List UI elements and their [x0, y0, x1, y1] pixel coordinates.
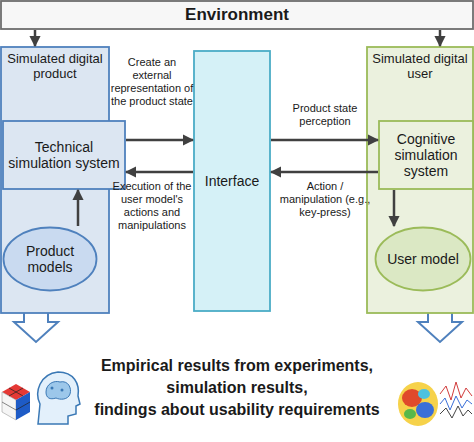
arrow-connector — [271, 171, 378, 174]
brain-head-icon — [38, 372, 80, 424]
result-text: simulation results, — [87, 378, 387, 398]
node-heading: Simulated digital user — [371, 52, 469, 82]
node-shape — [194, 51, 270, 311]
arrow-connector — [271, 139, 378, 142]
node-text: Interface — [198, 173, 266, 189]
result-text: findings about usability requirements — [87, 400, 387, 420]
interface-box: Interface — [193, 50, 271, 312]
edge-label: Action / manipulation (e.g., key-press) — [278, 180, 372, 219]
eeg-head-icon — [398, 382, 438, 426]
arrow-connector — [439, 30, 442, 46]
node-shape — [376, 228, 471, 291]
node-shape — [4, 228, 97, 291]
product-container: Simulated digital productTechnical simul… — [0, 46, 110, 314]
node-shape — [1, 1, 473, 29]
user-container: Simulated digital userCognitive simulati… — [366, 46, 474, 314]
model-ellipse: User model — [374, 226, 472, 292]
process-box: Cognitive simulation system — [378, 120, 474, 190]
signal-waves-icon — [440, 382, 472, 418]
node-shape — [367, 47, 473, 313]
edge-label: Product state perception — [278, 102, 372, 128]
node-text: User model — [379, 251, 467, 267]
node-text: Technical simulation system — [7, 139, 121, 171]
node-shape — [379, 121, 473, 189]
edge-label: Create an external representation of the… — [110, 56, 194, 108]
arrow-connector — [126, 139, 193, 142]
node-text: Environment — [5, 5, 469, 25]
node-heading: Simulated digital product — [5, 52, 105, 82]
rubik-cube-icon — [2, 384, 30, 420]
model-ellipse: Product models — [2, 226, 98, 292]
node-shape — [3, 121, 125, 189]
arrow-connector — [393, 190, 396, 226]
node-text: Cognitive simulation system — [383, 131, 469, 179]
arrow-connector — [34, 30, 37, 46]
arrow-connector — [77, 190, 80, 226]
node-text: Product models — [7, 243, 93, 275]
result-text: Empirical results from experiments, — [87, 356, 387, 376]
arrow-connector — [126, 171, 193, 174]
environment-bar: Environment — [0, 0, 474, 30]
edge-label: Execution of the user model's actions an… — [108, 180, 196, 232]
process-box: Technical simulation system — [2, 120, 126, 190]
